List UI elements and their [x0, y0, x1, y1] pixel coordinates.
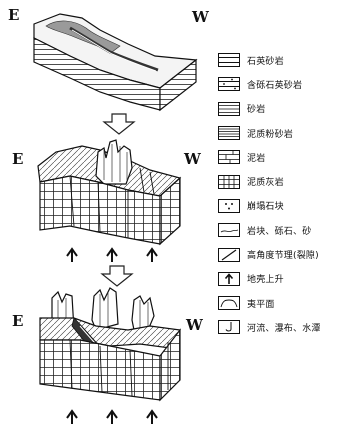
- legend-item-quartz-sandstone: 石英砂岩: [218, 48, 358, 72]
- collapsed-boulder-icon: [218, 198, 240, 213]
- joint-icon: [218, 247, 240, 262]
- stage-3-west-label: W: [186, 316, 203, 334]
- legend-label: 岩块、砾石、砂: [247, 226, 312, 237]
- legend: 石英砂岩 含砾石英砂岩 砂岩 泥质粉砂岩: [218, 48, 358, 340]
- river-waterfall-icon: [218, 320, 240, 335]
- legend-label: 高角度节理(裂隙): [247, 251, 319, 262]
- stage-1-east-label: E: [8, 6, 20, 24]
- legend-label: 河流、瀑布、水潭: [247, 323, 321, 334]
- stage-1-river: [69, 26, 159, 72]
- stage-1-right-face: [159, 58, 197, 112]
- legend-label: 泥岩: [247, 153, 266, 164]
- legend-item-argillaceous-limestone: 泥质灰岩: [218, 169, 358, 193]
- feldspar-quartz-sandstone-icon: [218, 77, 240, 92]
- stage-2-joints: [69, 167, 155, 238]
- shale-icon: [218, 150, 240, 165]
- legend-item-joint: 高角度节理(裂隙): [218, 242, 358, 266]
- erosion-surface-icon: [218, 296, 240, 311]
- legend-item-crustal-uplift: 地壳上升: [218, 267, 358, 291]
- argillaceous-siltstone-icon: [218, 126, 240, 141]
- stage-1-west-label: W: [192, 8, 209, 26]
- legend-item-sandstone: 砂岩: [218, 97, 358, 121]
- stage-2-east-label: E: [12, 150, 24, 168]
- legend-item-feldspar-quartz-sandstone: 含砾石英砂岩: [218, 72, 358, 96]
- sandstone-icon: [218, 101, 240, 116]
- legend-item-shale: 泥岩: [218, 145, 358, 169]
- stage-2-cliffs: [95, 139, 133, 185]
- uplift-arrows-stage-3: [66, 409, 158, 424]
- legend-item-argillaceous-siltstone: 泥质粉砂岩: [218, 121, 358, 145]
- stage-3-joints: [69, 339, 169, 397]
- stage-3-right-face: [159, 328, 181, 402]
- legend-item-gravel-sand: 岩块、砾石、砂: [218, 218, 358, 242]
- legend-item-collapsed-boulder: 崩塌石块: [218, 194, 358, 218]
- legend-label: 夷平面: [247, 299, 275, 310]
- stage-1-block: [33, 13, 198, 112]
- stage-2-block: [37, 139, 182, 246]
- argillaceous-limestone-icon: [218, 174, 240, 189]
- uplift-arrows-stage-2: [66, 247, 158, 262]
- legend-label: 地壳上升: [247, 275, 284, 286]
- legend-label: 泥质灰岩: [247, 178, 284, 189]
- legend-item-erosion-surface: 夷平面: [218, 291, 358, 315]
- process-arrow-1: [102, 113, 136, 135]
- legend-label: 砂岩: [247, 105, 266, 116]
- stage-3-east-label: E: [12, 312, 24, 330]
- uplift-arrow-icon: [218, 271, 240, 286]
- legend-label: 泥质粉砂岩: [247, 129, 294, 140]
- legend-item-river-waterfall: 河流、瀑布、水潭: [218, 315, 358, 339]
- quartz-sandstone-icon: [218, 53, 240, 68]
- gravel-sand-icon: [218, 223, 240, 238]
- stage-2-right-face: [159, 176, 181, 246]
- process-arrow-2: [100, 265, 134, 287]
- stage-3-block: [39, 287, 181, 402]
- legend-label: 含砾石英砂岩: [247, 80, 303, 91]
- legend-label: 崩塌石块: [247, 202, 284, 213]
- legend-label: 石英砂岩: [247, 56, 284, 67]
- stage-2-west-label: W: [184, 150, 201, 168]
